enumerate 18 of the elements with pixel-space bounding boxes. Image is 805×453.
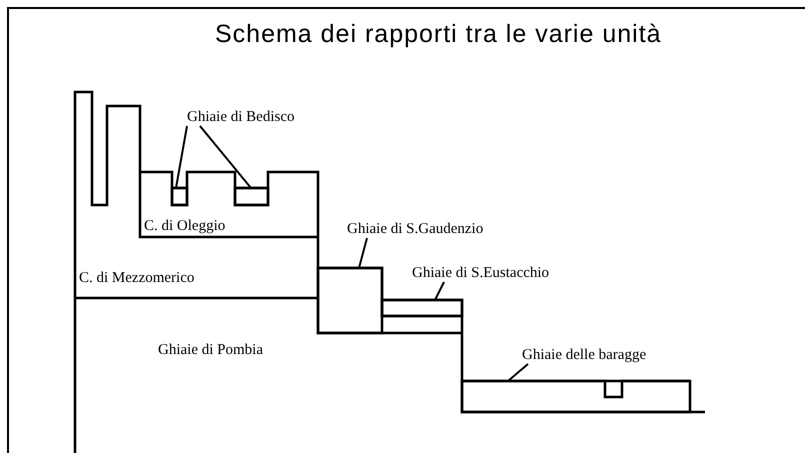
unit-label: C. di Mezzomerico xyxy=(79,269,194,287)
unit-label: Ghiaie di S.Eustacchio xyxy=(412,264,550,282)
gravel-layer xyxy=(234,186,270,206)
gravel-layer xyxy=(316,266,384,334)
leader-line xyxy=(175,126,188,188)
diagram-title: Schema dei rapporti tra le varie unità xyxy=(215,20,662,49)
gravel-layer xyxy=(170,186,188,206)
unit-label: C. di Oleggio xyxy=(144,217,226,235)
leader-line xyxy=(507,363,529,382)
unit-label: Ghiaie di Bedisco xyxy=(187,108,294,126)
leader-line xyxy=(199,125,252,189)
leader-line xyxy=(434,282,445,300)
gravel-layer xyxy=(380,298,464,318)
unit-label: Ghiaie delle baragge xyxy=(522,346,646,364)
leader-line xyxy=(358,238,368,268)
gravel-layer xyxy=(460,380,692,414)
unit-label: Ghiaie di S.Gaudenzio xyxy=(347,220,484,238)
unit-label: Ghiaie di Pombia xyxy=(158,341,263,359)
